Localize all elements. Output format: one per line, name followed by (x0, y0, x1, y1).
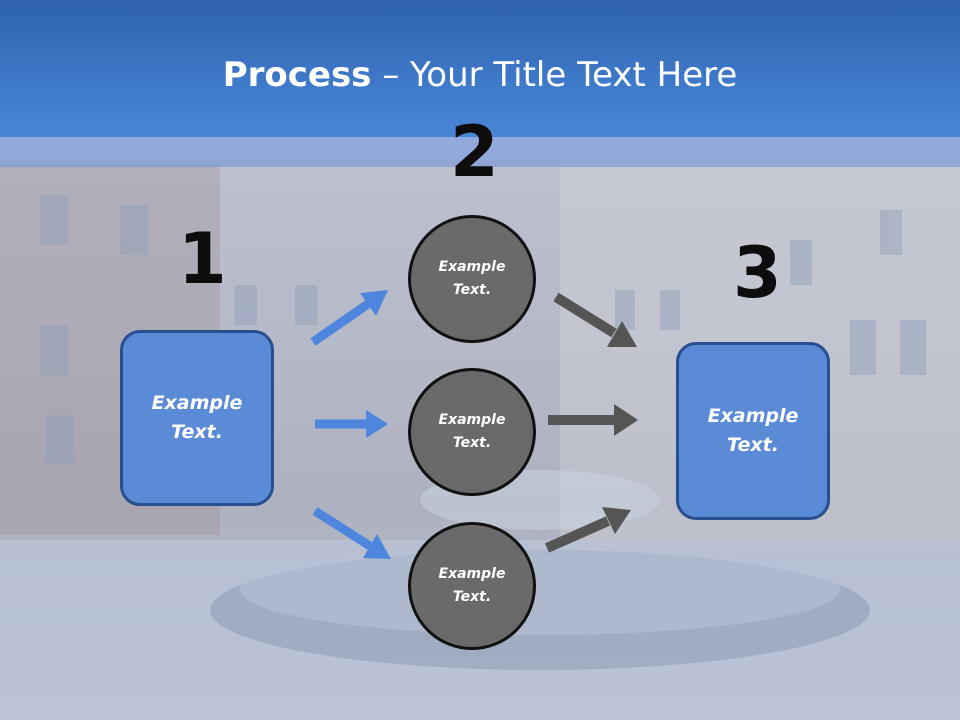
circle-top-line2: Text. (452, 282, 492, 298)
circle-middle: Example Text. (408, 368, 536, 496)
right-box-line2: Text. (727, 434, 779, 456)
arrow-left-middle (315, 410, 388, 438)
slide-title: Process – Your Title Text Here (0, 52, 960, 98)
circle-middle-line2: Text. (452, 435, 492, 451)
circle-top-line1: Example (438, 259, 506, 275)
header-bar (0, 0, 960, 137)
circle-bottom-line2: Text. (452, 589, 492, 605)
step-number-1: 1 (178, 218, 227, 300)
right-box-line1: Example (707, 405, 799, 427)
left-box-line2: Text. (171, 421, 223, 443)
step-number-3: 3 (733, 232, 782, 314)
circle-bottom-line1: Example (438, 566, 506, 582)
arrow-left-down (312, 507, 391, 559)
circle-middle-line1: Example (438, 412, 506, 428)
title-rest: – Your Title Text Here (371, 55, 738, 95)
arrow-left-up (310, 290, 388, 346)
left-box: Example Text. (120, 330, 274, 506)
title-bold: Process (222, 55, 372, 95)
arrow-right-middle (548, 404, 638, 436)
circle-bottom: Example Text. (408, 522, 536, 650)
arrow-right-up (544, 507, 631, 553)
step-number-2: 2 (450, 111, 499, 193)
header-band (0, 137, 960, 167)
arrow-right-down (553, 292, 637, 347)
right-box: Example Text. (676, 342, 830, 520)
left-box-line1: Example (151, 392, 243, 414)
circle-top: Example Text. (408, 215, 536, 343)
